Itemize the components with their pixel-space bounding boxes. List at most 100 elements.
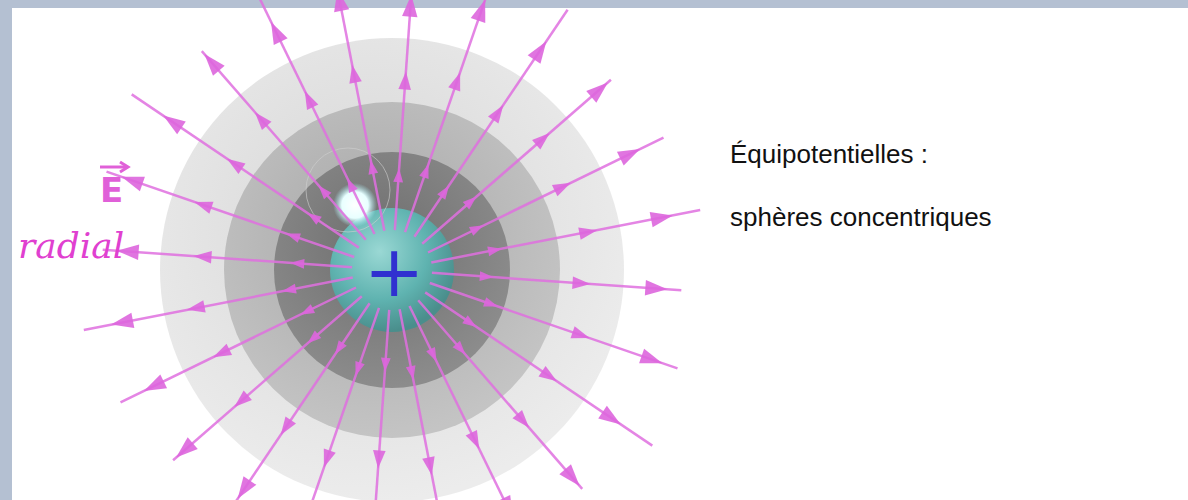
field-arrowhead xyxy=(234,391,252,408)
field-arrowhead xyxy=(471,0,486,23)
field-line xyxy=(418,300,582,489)
field-arrowhead xyxy=(187,300,206,312)
field-arrowhead xyxy=(271,22,288,45)
field-arrowhead xyxy=(448,72,460,91)
field-arrowhead xyxy=(300,304,315,315)
field-arrowhead xyxy=(238,476,257,499)
field-arrowhead xyxy=(286,233,301,242)
field-arrowhead xyxy=(307,331,321,344)
field-arrowhead xyxy=(227,159,245,174)
equipotential-sphere xyxy=(224,102,560,438)
field-line xyxy=(395,0,413,230)
field-arrowhead xyxy=(466,430,480,449)
field-arrowhead xyxy=(453,341,466,355)
field-arrowhead xyxy=(324,449,336,468)
field-arrowhead xyxy=(319,185,332,199)
field-arrowhead xyxy=(373,450,386,468)
field-arrowhead xyxy=(572,276,590,289)
field-arrowhead xyxy=(281,417,296,435)
field-line xyxy=(216,303,369,500)
field-arrowhead xyxy=(163,116,186,135)
field-line xyxy=(428,138,664,253)
equipotential-sphere xyxy=(274,152,510,388)
field-arrowhead xyxy=(639,349,662,364)
field-arrowhead xyxy=(335,340,347,354)
note-text: sphères concentriques xyxy=(730,203,992,232)
field-arrowhead xyxy=(213,344,232,358)
field-symbol: E xyxy=(100,172,123,209)
field-arrowhead xyxy=(393,168,403,182)
field-arrowhead xyxy=(290,259,304,269)
field-arrowhead xyxy=(398,71,411,89)
field-arrowhead xyxy=(650,212,673,227)
field-arrowhead xyxy=(255,112,272,130)
field-arrowhead xyxy=(559,464,579,486)
field-arrowhead xyxy=(483,297,498,306)
field-arrowhead xyxy=(381,357,391,371)
field-arrowhead xyxy=(282,284,297,294)
field-line xyxy=(260,0,375,234)
field-arrowhead xyxy=(406,365,416,380)
field-arrowhead xyxy=(532,133,550,150)
field-arrowhead xyxy=(578,227,597,239)
field-arrowhead xyxy=(552,183,571,197)
vector-arrow xyxy=(120,162,128,172)
field-line xyxy=(422,80,611,244)
field-lines xyxy=(84,0,700,500)
field-line xyxy=(202,51,366,240)
field-line xyxy=(425,292,652,445)
field-arrowhead xyxy=(349,65,361,84)
field-arrowhead xyxy=(194,202,213,214)
slide-frame xyxy=(0,0,12,500)
field-arrowhead xyxy=(598,406,621,425)
charge-sign: + xyxy=(364,232,424,311)
field-line xyxy=(84,278,353,330)
field-line xyxy=(414,10,567,237)
field-line xyxy=(132,94,359,247)
field-arrowhead xyxy=(617,149,640,166)
field-arrowhead xyxy=(479,271,493,281)
field-arrowhead xyxy=(334,0,349,12)
field-arrowhead xyxy=(528,41,547,64)
note-text: Équipotentielles : xyxy=(730,140,928,169)
handwritten-note: radial xyxy=(18,226,124,266)
charged-sphere xyxy=(330,208,454,332)
field-arrowhead xyxy=(347,178,358,193)
field-arrowhead xyxy=(122,177,145,192)
field-line xyxy=(294,308,379,500)
field-line xyxy=(103,250,352,268)
field-arrowhead xyxy=(586,82,608,102)
field-line xyxy=(431,210,700,262)
field-arrowhead xyxy=(402,0,417,17)
field-arrowhead xyxy=(437,185,449,199)
field-arrowhead xyxy=(419,164,428,179)
field-arrowhead xyxy=(469,225,484,236)
field-arrowhead xyxy=(496,495,513,500)
field-arrowhead xyxy=(645,280,667,295)
field-line xyxy=(372,310,390,500)
field-line xyxy=(332,0,384,231)
field-line xyxy=(173,296,362,460)
field-arrowhead xyxy=(144,374,167,391)
field-arrowhead xyxy=(462,315,476,327)
equipotential-sphere xyxy=(160,38,624,500)
field-arrowhead xyxy=(369,160,379,175)
field-arrowhead xyxy=(204,54,224,76)
field-arrowhead xyxy=(355,361,364,376)
field-line xyxy=(405,0,490,232)
field-arrowhead xyxy=(487,247,502,257)
field-arrowhead xyxy=(513,410,530,428)
field-arrowhead xyxy=(111,313,134,328)
field-line xyxy=(410,306,525,500)
slide-frame xyxy=(0,0,1188,8)
field-arrowhead xyxy=(488,105,503,123)
field-arrowhead xyxy=(426,347,437,362)
field-arrowhead xyxy=(571,326,590,338)
field-arrowhead xyxy=(539,366,557,381)
field-arrowhead xyxy=(422,456,434,475)
field-line xyxy=(400,309,452,500)
field-arrowhead xyxy=(307,213,321,225)
field-line xyxy=(121,288,357,403)
field-arrowhead xyxy=(305,91,319,110)
